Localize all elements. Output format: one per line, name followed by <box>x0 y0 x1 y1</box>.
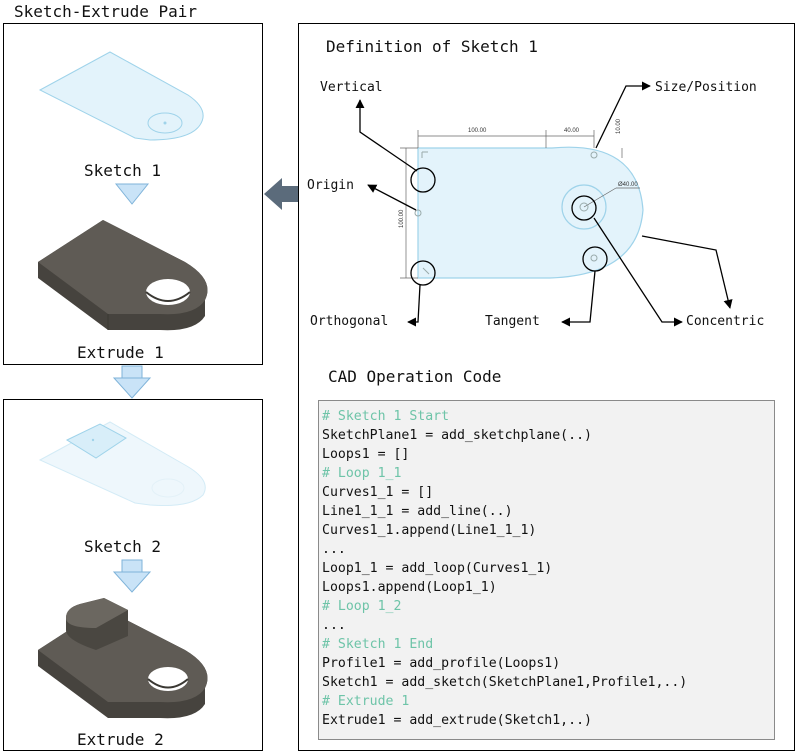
code-line: Loops1 = [] <box>322 447 410 462</box>
constraint-glyphs <box>414 151 598 275</box>
sketch-1-label: Sketch 1 <box>84 161 162 180</box>
sketch-hole <box>561 184 607 230</box>
definition-arrow <box>264 178 298 210</box>
code-line: SketchPlane1 = add_sketchplane(..) <box>322 428 592 443</box>
sketch-2-drawing <box>38 421 206 506</box>
callout-circles <box>410 167 608 286</box>
code-comment-line: # Loop 1_1 <box>322 466 402 481</box>
code-line: Curves1_1.append(Line1_1_1) <box>322 523 537 538</box>
dim-offset-label: 40.00 <box>564 128 580 134</box>
sketch-1-profile <box>417 146 644 279</box>
extrude-1-solid <box>38 220 208 331</box>
left-illustrations <box>38 51 208 719</box>
origin-label: Origin <box>307 178 354 193</box>
code-comment-line: # Loop 1_2 <box>322 599 402 614</box>
code-comment-line: # Sketch 1 End <box>322 637 434 652</box>
orthogonal-label: Orthogonal <box>310 314 388 329</box>
tangent-label: Tangent <box>485 314 540 329</box>
code-comment-line: # Sketch 1 Start <box>322 409 450 424</box>
dim-diameter-label: Ø40.00 <box>618 182 638 188</box>
code-line: ... <box>322 542 346 557</box>
sketch-extrude-pair-title: Sketch-Extrude Pair <box>14 2 198 21</box>
leader-lines <box>355 81 733 327</box>
dim-height-label: 100.00 <box>399 209 405 228</box>
code-line: Sketch1 = add_sketch(SketchPlane1,Profil… <box>322 675 688 690</box>
down-arrow-sketch1 <box>114 183 150 205</box>
extrude-2-label: Extrude 2 <box>77 730 164 749</box>
definition-title: Definition of Sketch 1 <box>326 37 538 56</box>
sketch-definition-diagram: 100.00 40.00 10.00 100.00 Ø40.00 Vertica… <box>307 80 764 329</box>
code-line: Loop1_1 = add_loop(Curves1_1) <box>322 561 553 576</box>
code-title: CAD Operation Code <box>328 367 502 386</box>
down-arrow-between-panels[interactable] <box>112 365 152 399</box>
code-line: ... <box>322 618 346 633</box>
extrude-2-solid <box>38 598 208 719</box>
dim-small-height-label: 10.00 <box>616 118 622 134</box>
down-arrow-sketch2 <box>112 559 152 593</box>
code-comment-line: # Extrude 1 <box>322 694 410 709</box>
vertical-label: Vertical <box>320 80 383 95</box>
extrude-1-label: Extrude 1 <box>77 343 164 362</box>
code-line: Line1_1_1 = add_line(..) <box>322 504 513 519</box>
concentric-label: Concentric <box>686 314 764 329</box>
code-line: Loops1.append(Loop1_1) <box>322 580 497 595</box>
code-line: Curves1_1 = [] <box>322 485 434 500</box>
size-position-label: Size/Position <box>655 80 757 95</box>
dim-width-label: 100.00 <box>468 128 487 134</box>
code-line: Extrude1 = add_extrude(Sketch1,..) <box>322 713 592 728</box>
code-line: Profile1 = add_profile(Loops1) <box>322 656 561 671</box>
sketch-2-label: Sketch 2 <box>84 537 162 556</box>
sketch-1-drawing <box>38 51 204 141</box>
dimension-lines <box>400 130 640 279</box>
